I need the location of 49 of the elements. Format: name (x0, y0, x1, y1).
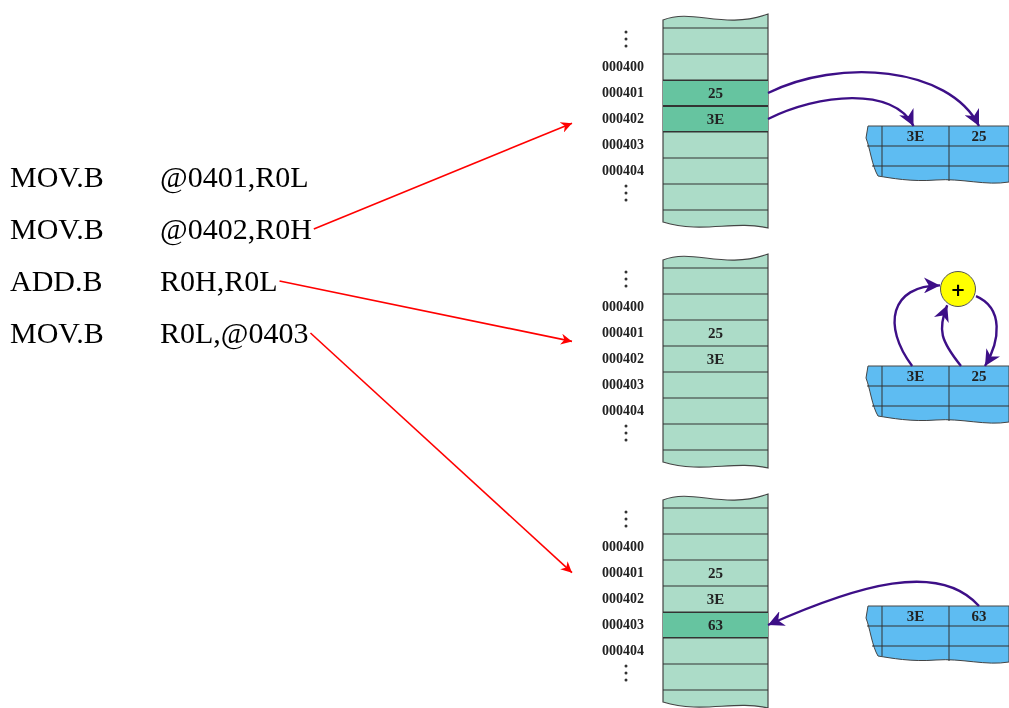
operand-text: R0H,R0L (160, 263, 278, 299)
register (866, 366, 1009, 424)
operand-text: @0402,R0H (160, 211, 312, 248)
address-label: 000403 (602, 377, 644, 393)
register-cell: 3E (882, 366, 949, 386)
address-label: 000401 (602, 325, 644, 341)
mnemonic-text: ADD.B (10, 263, 103, 299)
address-label: 000402 (602, 111, 644, 127)
arrow (313, 122, 573, 230)
address-label: 000400 (602, 59, 644, 75)
register-cell: 25 (949, 126, 1009, 146)
register (866, 126, 1009, 184)
address-label: 000404 (602, 643, 644, 659)
memory-cell: 25 (663, 560, 768, 586)
mnemonic-text: MOV.B (10, 159, 104, 195)
arrow (767, 96, 915, 127)
arrow (767, 580, 980, 627)
address-label: 000403 (602, 617, 644, 633)
adder-circle: + (940, 271, 976, 307)
address-label: 000403 (602, 137, 644, 153)
arrow (975, 295, 1000, 367)
memory-cell: 3E (663, 586, 768, 612)
address-label: 000401 (602, 565, 644, 581)
address-label: 000400 (602, 539, 644, 555)
register-cell: 25 (949, 366, 1009, 386)
mnemonic-text: MOV.B (10, 211, 104, 247)
memory-cell: 25 (663, 320, 768, 346)
register-cell: 63 (949, 606, 1009, 626)
address-label: 000402 (602, 591, 644, 607)
address-label: 000401 (602, 85, 644, 101)
mnemonic-text: MOV.B (10, 315, 104, 351)
operand-text: R0L,@0403 (160, 315, 309, 352)
memory-cell: 3E (663, 346, 768, 372)
register-cell: 3E (882, 606, 949, 626)
arrow (893, 278, 941, 367)
register-cell: 3E (882, 126, 949, 146)
address-label: 000404 (602, 163, 644, 179)
memory-cell: 25 (663, 80, 768, 106)
arrow (309, 332, 573, 574)
address-label: 000404 (602, 403, 644, 419)
address-label: 000400 (602, 299, 644, 315)
register (866, 606, 1009, 664)
memory-cell: 3E (663, 106, 768, 132)
arrow (934, 304, 962, 367)
arrow (278, 280, 573, 345)
operand-text: @0401,R0L (160, 159, 309, 196)
address-label: 000402 (602, 351, 644, 367)
arrow (767, 71, 980, 127)
memory-cell: 63 (663, 612, 768, 638)
